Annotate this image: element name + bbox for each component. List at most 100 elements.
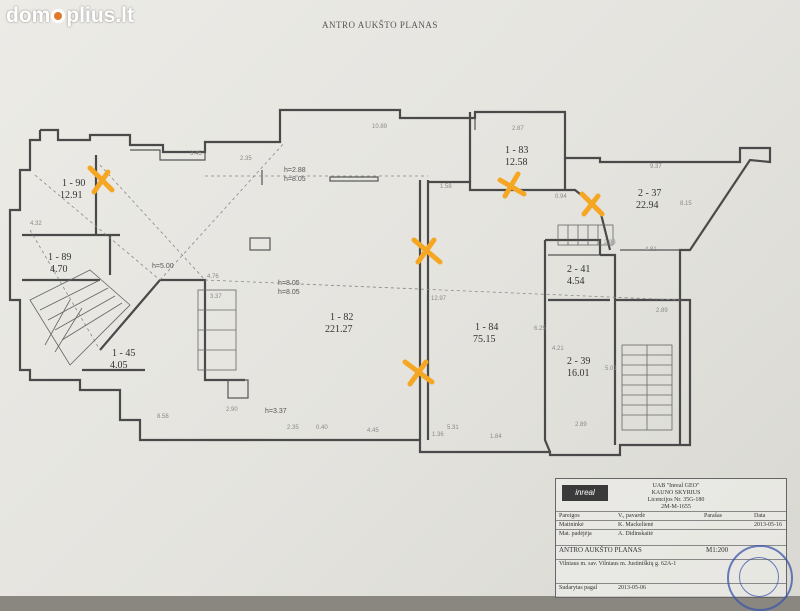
stairs-right [621,344,673,431]
dimension-label: 2.93 [604,240,616,246]
role: Matininkė [559,522,584,528]
stairs-left [29,269,131,366]
name: A. Didinskaitė [618,531,653,537]
room-id: 1 - 89 [48,252,71,263]
title-block-header-row: Pareigos V., pavardė Parašas Data [556,511,786,520]
height-label: h=2.88 [284,167,306,174]
title-block-address-row: Vilniaus m. sav. Vilniaus m. Justiniškių… [556,559,786,568]
company-stamp [727,545,793,611]
orange-x-marks [87,165,605,387]
watermark-left: dom [6,4,51,27]
company-logo: inreal [562,485,608,501]
company-code: 2M-M-1655 [661,504,691,510]
company-branch: KAUNO SKYRIUS [651,490,701,496]
height-label: h=8.05 [278,280,300,287]
dimension-label: 12.97 [431,296,447,302]
dimension-label: 8.58 [157,414,169,420]
title-block-row: Matininkė K. Mackelienė 2013-05-16 [556,520,786,529]
title-block: inreal UAB "Inreal GEO" KAUNO SKYRIUS Li… [555,478,787,598]
room-area: 16.01 [567,368,590,379]
dimension-label: 2.35 [287,425,299,431]
header-role: Pareigos [559,513,580,519]
stairs-mid [197,224,614,371]
room-area: 22.94 [636,200,659,211]
date: 2013-05-16 [754,522,782,528]
header-signature: Parašas [704,513,722,519]
company-name: UAB "Inreal GEO" [652,483,700,489]
name: K. Mackelienė [618,522,654,528]
header-name: V., pavardė [618,513,646,519]
sheet-scale: M1:200 [706,546,729,554]
dimension-label: 4.32 [30,221,42,227]
dimension-label: 1.84 [490,434,502,440]
dimension-label: 0.94 [555,194,567,200]
plan-title: ANTRO AUKŠTO PLANAS [322,20,438,30]
dimension-label: 2.90 [226,407,238,413]
dimension-label: 5.31 [447,425,459,431]
interior-walls [22,112,682,453]
room-area: 12.58 [505,157,528,168]
floor-plan-drawing: 1 - 90 12.91 1 - 89 4.70 1 - 45 4.05 1 -… [8,108,772,457]
dimension-label: 1.36 [432,432,444,438]
room-id: 1 - 84 [475,322,498,333]
dimension-label: 9.37 [650,164,662,170]
room-area: 4.05 [110,360,128,371]
dashed-guides [29,141,681,351]
room-id: 1 - 45 [112,348,135,359]
dimension-label: 5.01 [605,366,617,372]
address: Vilniaus m. sav. Vilniaus m. Justiniškių… [559,561,677,567]
dimension-label: 4.81 [645,247,657,253]
room-id: 2 - 39 [567,356,590,367]
compiled-date: 2013-05-06 [618,585,646,591]
room-area: 221.27 [325,324,353,335]
wall-2-37-mark [579,191,605,217]
role: Mat. padėjėja [559,531,592,537]
dimension-label: 4.45 [367,428,379,434]
height-label: h=3.37 [265,408,287,415]
dimension-label: 2.35 [240,156,252,162]
company-license: Licencijos Nr. 35G-180 [647,497,705,503]
outer-walls [8,108,772,457]
dimension-label: 3.45 [190,151,202,157]
room-area: 4.70 [50,264,68,275]
dimension-label: 4.76 [207,274,219,280]
room-labels: 1 - 90 12.91 1 - 89 4.70 1 - 45 4.05 1 -… [48,145,661,379]
dimension-label: 8.15 [680,201,692,207]
dimension-label: 2.89 [656,308,668,314]
watermark-logo: dom plius.lt [6,4,134,28]
watermark-dot-icon [51,9,66,23]
dimension-label: 0.40 [316,425,328,431]
header-date: Data [754,513,766,519]
dimension-label: 6.25 [534,326,546,332]
dimension-label: 3.37 [210,294,222,300]
room-id: 2 - 37 [638,188,661,199]
wall-1-82-upper-mark [411,237,443,265]
height-label: h=8.05 [278,289,300,296]
room-id: 1 - 90 [62,178,85,189]
wall-1-83-mark [497,171,527,199]
watermark-right: plius.lt [66,4,134,27]
room-area: 12.91 [60,190,83,201]
height-label: h=8.05 [284,176,306,183]
room-area: 4.54 [567,276,585,287]
room-id: 2 - 41 [567,264,590,275]
title-block-sheet-row: ANTRO AUKŠTO PLANAS M1:200 [556,545,786,554]
room-area: 75.15 [473,334,496,345]
wall-1-82-lower-mark [402,359,435,387]
title-block-compiled-row: Sudarytas pagal 2013-05-06 [556,583,786,592]
dimension-label: 4.21 [552,346,564,352]
room-id: 1 - 83 [505,145,528,156]
compiled-label: Sudarytas pagal [559,585,598,591]
dimension-labels: 10.89 2.87 9.37 1.58 0.94 4.81 2.93 4.76… [30,124,692,440]
height-labels: h=2.88 h=8.05 h=5.00 h=8.05 h=8.05 h=3.3… [152,167,306,415]
height-label: h=5.00 [152,263,174,270]
room-id: 1 - 82 [330,312,353,323]
room-1-90-mark [87,165,115,195]
sheet-title: ANTRO AUKŠTO PLANAS [559,546,642,554]
title-block-row: Mat. padėjėja A. Didinskaitė [556,529,786,538]
dimension-label: 1.58 [440,184,452,190]
company-info: UAB "Inreal GEO" KAUNO SKYRIUS Licencijo… [616,483,736,511]
dimension-label: 10.89 [372,124,388,130]
dimension-label: 2.87 [512,126,524,132]
